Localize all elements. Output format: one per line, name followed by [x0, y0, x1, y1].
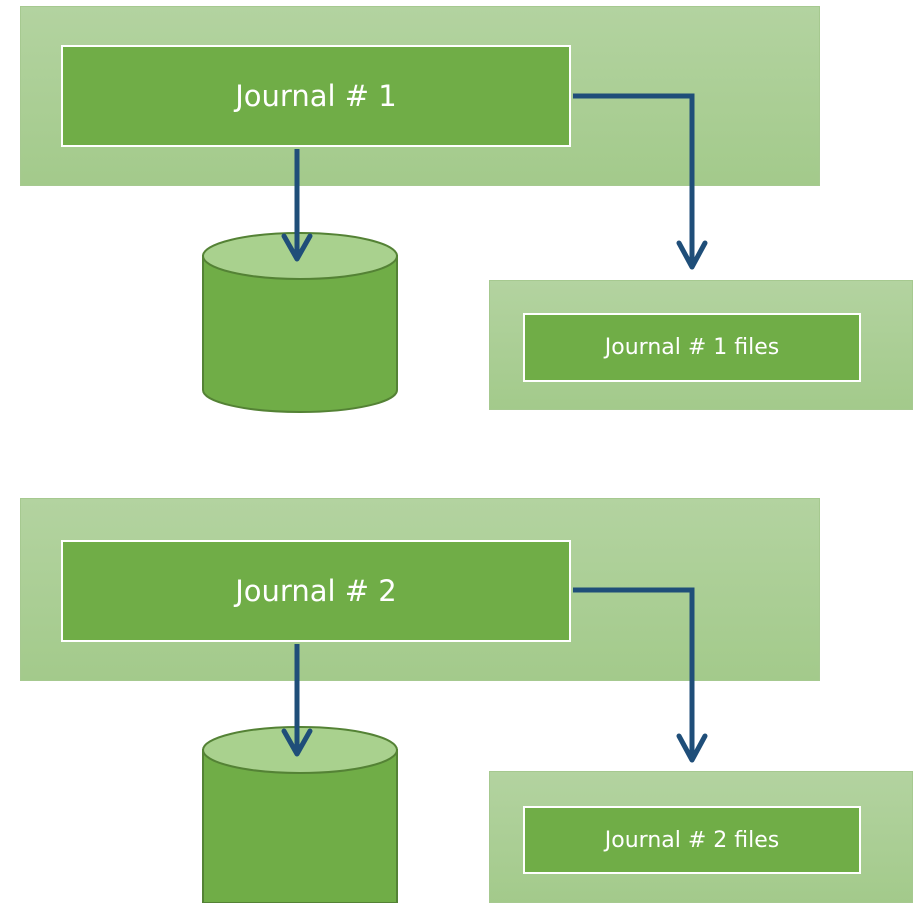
journal-1-label: Journal # 1 — [235, 79, 397, 113]
journal-2-to-database-arrow — [281, 644, 313, 757]
journal-1-box: Journal # 1 — [61, 45, 571, 147]
journal-2-files-box: Journal # 2 files — [523, 806, 861, 874]
journal-1-files-label: Journal # 1 files — [604, 335, 780, 360]
journal-1-to-database-arrow — [281, 149, 313, 262]
journal-2-files-label: Journal # 2 files — [604, 827, 780, 853]
journal-1-files-box: Journal # 1 files — [523, 313, 861, 382]
journal-2-to-files-arrow — [573, 587, 708, 763]
journal-1-to-files-arrow — [573, 93, 708, 270]
database-2-icon — [202, 726, 398, 903]
journal-2-box: Journal # 2 — [61, 540, 571, 642]
journal-2-label: Journal # 2 — [235, 574, 397, 608]
